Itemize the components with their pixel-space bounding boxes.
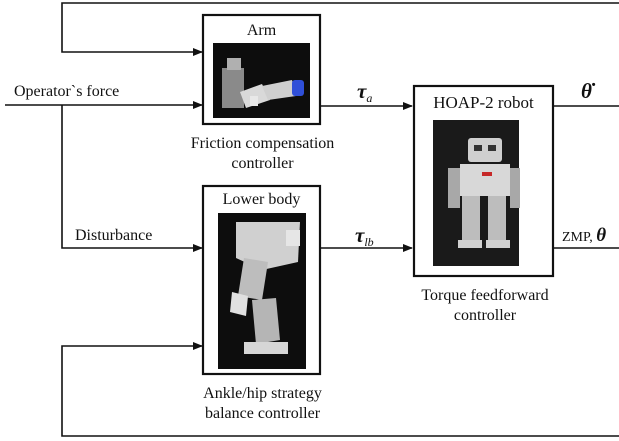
friction-controller-line2: controller bbox=[231, 155, 294, 172]
lower-body-block-title: Lower body bbox=[222, 191, 301, 208]
robot-photo bbox=[433, 120, 520, 266]
tau-lb-label: τlb bbox=[355, 224, 374, 253]
disturbance-line bbox=[61, 105, 203, 252]
tau-a-label: τa bbox=[357, 80, 372, 109]
zmp-theta-label: ZMP, θ bbox=[562, 225, 607, 247]
operator-force-label: Operator`s force bbox=[14, 83, 120, 100]
tau-lb-symbol: τ bbox=[355, 223, 365, 247]
theta-dot-label: θ̇ bbox=[581, 79, 592, 103]
zmp-text: ZMP, bbox=[562, 230, 597, 245]
lower-body-photo bbox=[218, 213, 306, 369]
tau-lb-subscript: lb bbox=[364, 235, 374, 249]
bottom-feedback-line bbox=[61, 342, 619, 437]
top-feedback-line bbox=[61, 2, 619, 56]
disturbance-label: Disturbance bbox=[75, 227, 153, 244]
tau-a-subscript: a bbox=[366, 91, 373, 105]
tau-a-symbol: τ bbox=[357, 79, 367, 103]
ankle-controller-line1: Ankle/hip strategy bbox=[203, 385, 322, 402]
ankle-controller-line2: balance controller bbox=[204, 405, 321, 422]
robot-block-title: HOAP-2 robot bbox=[433, 93, 534, 112]
theta-symbol: θ bbox=[596, 225, 607, 246]
arm-photo bbox=[213, 43, 310, 118]
arm-block-title: Arm bbox=[246, 22, 277, 39]
friction-controller-line1: Friction compensation bbox=[190, 135, 335, 152]
torque-controller-line2: controller bbox=[453, 307, 517, 324]
torque-controller-line1: Torque feedforward bbox=[421, 287, 549, 304]
